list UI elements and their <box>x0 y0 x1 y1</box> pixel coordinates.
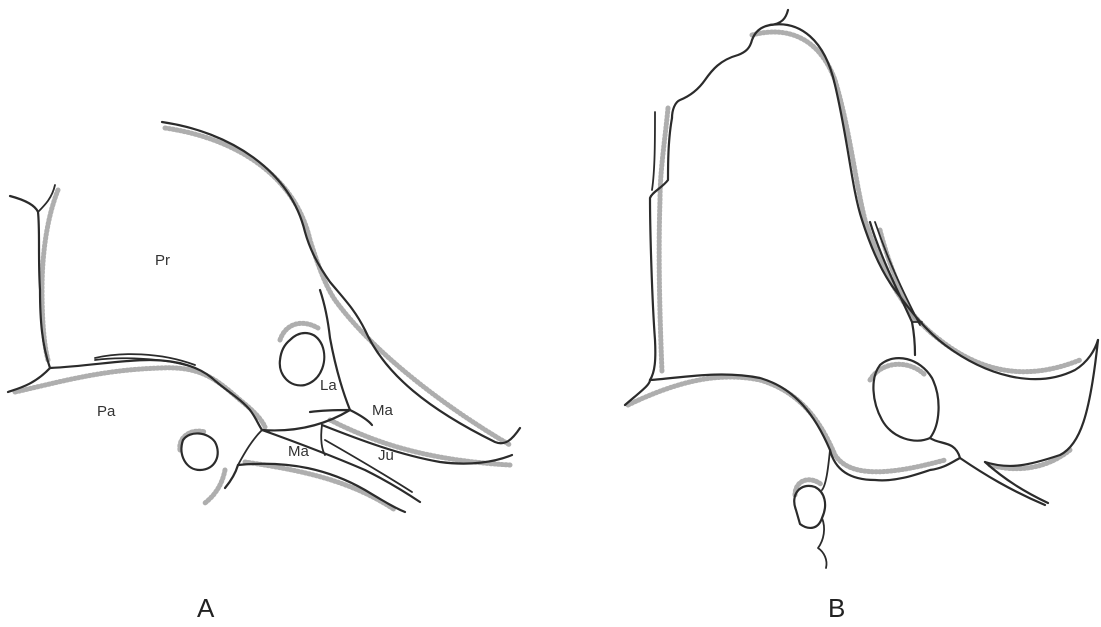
panel-b-outlines <box>625 10 1098 568</box>
panel-b-drawing: B <box>625 10 1098 623</box>
panel-a-ventral-contour <box>238 464 405 512</box>
panel-b-letter: B <box>828 593 845 623</box>
panel-b-dorsal-contour <box>672 10 788 118</box>
panel-b-lower-fenestra <box>794 486 825 528</box>
panel-a-label-ma-lower: Ma <box>288 443 309 460</box>
panel-a-stipple <box>15 128 510 510</box>
panel-b-stipple <box>628 32 1080 495</box>
panel-a-label-ma-upper: Ma <box>372 402 393 419</box>
panel-a-label-pa: Pa <box>97 403 116 420</box>
panel-a-outlines <box>8 122 520 512</box>
panel-a-dorsal-contour <box>162 122 520 443</box>
panel-a-orbit <box>280 333 324 385</box>
panel-a-label-ju: Ju <box>378 447 394 464</box>
panel-a-small-fenestra <box>182 433 218 470</box>
panel-a-label-pr: Pr <box>155 252 170 269</box>
panel-a-letter: A <box>197 593 215 623</box>
panel-a-drawing: Pr Pa La Ma Ma Ju A <box>8 122 520 623</box>
panel-a-label-la: La <box>320 377 337 394</box>
